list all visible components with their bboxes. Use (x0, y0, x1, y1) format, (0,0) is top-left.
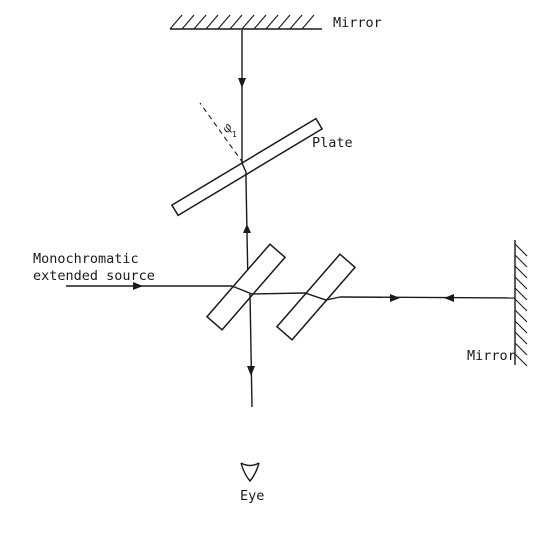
beam-source-arrow (133, 282, 143, 290)
beam-top-arrow (238, 78, 246, 88)
beam-splitter-path (231, 285, 341, 301)
beam-plate-refraction (241, 162, 247, 180)
beam-right (339, 296, 516, 299)
angle-phi-subscript: 1 (232, 130, 237, 139)
plate (170, 117, 324, 217)
beam-right-arrow-back (444, 294, 454, 302)
plate-normal-dashed (199, 102, 244, 164)
eye-icon (240, 462, 260, 483)
beam-down-arrow (247, 366, 255, 376)
beam-mid-arrow (243, 224, 251, 233)
top-mirror (169, 14, 322, 30)
plate-label: Plate (312, 135, 353, 151)
beam-down (249, 293, 253, 408)
source-label-line1: Monochromatic (33, 251, 139, 267)
beam-splitter (205, 243, 287, 331)
mirror-top-label: Mirror (333, 15, 382, 31)
mirror-right-label: Mirror (467, 348, 516, 364)
eye-label: Eye (240, 488, 264, 504)
right-mirror (514, 240, 528, 367)
beam-right-arrow-out (390, 294, 400, 302)
source-label-line2: extended source (33, 268, 155, 284)
